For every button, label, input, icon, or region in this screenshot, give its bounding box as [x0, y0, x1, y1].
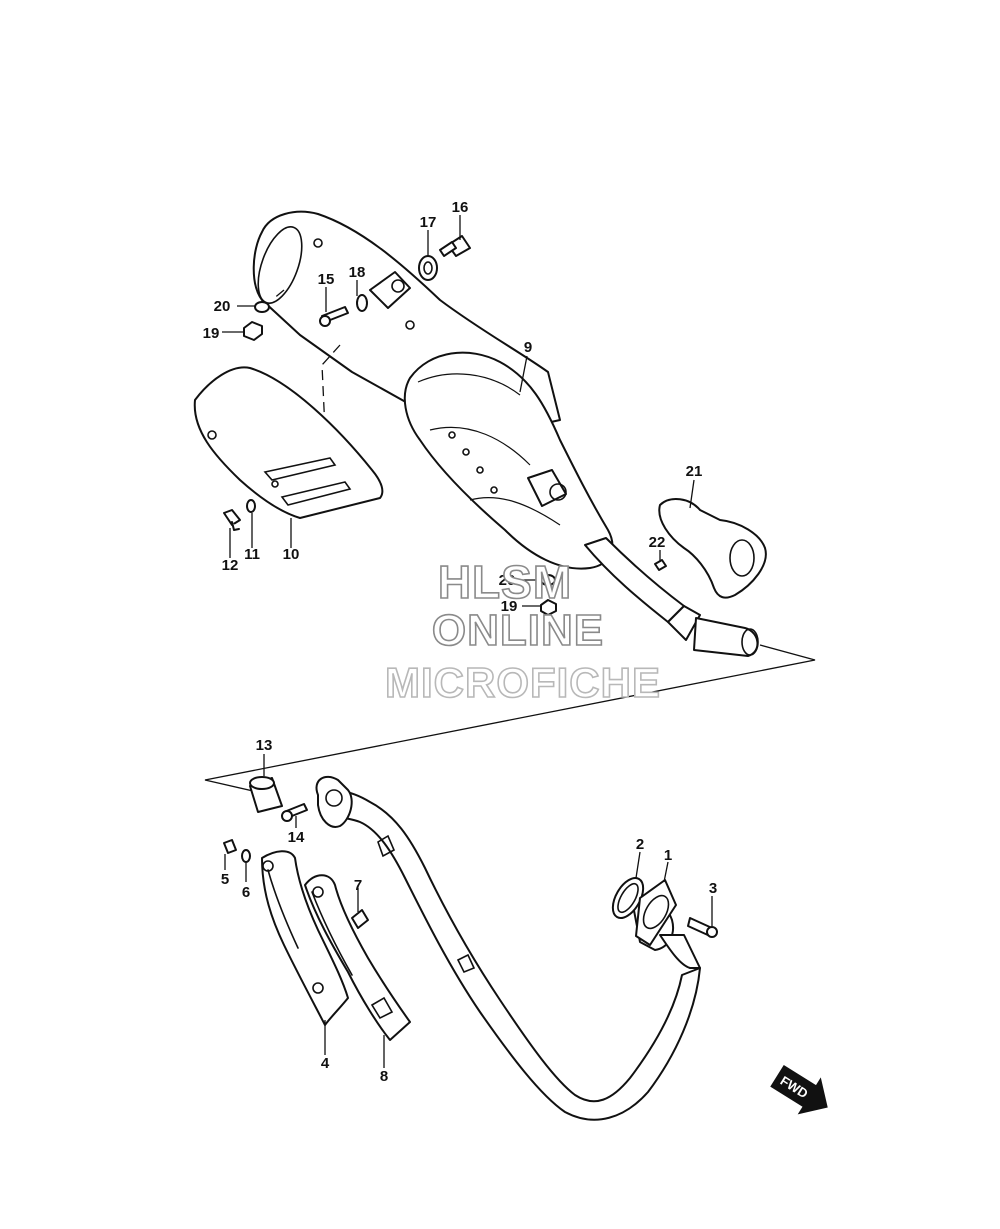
callout-18: 18 [349, 264, 366, 281]
bolt-3 [687, 917, 718, 938]
nut-19-top [243, 321, 263, 341]
exhaust-pipe [315, 775, 701, 1121]
cushion-17 [418, 255, 438, 281]
callout-20-top: 20 [214, 298, 231, 315]
callout-19-lower: 19 [501, 598, 518, 615]
bolt-5 [223, 839, 237, 854]
callout-8: 8 [380, 1068, 388, 1085]
bolt-15 [319, 306, 349, 327]
fwd-arrow-icon: FWD [770, 1064, 828, 1115]
watermark-line-2: ONLINE [432, 606, 604, 655]
callout-9: 9 [524, 339, 532, 356]
bolt-12 [223, 509, 241, 531]
leader-lines [222, 215, 713, 1068]
callout-1: 1 [664, 847, 672, 864]
callout-13: 13 [256, 737, 273, 754]
callout-12: 12 [222, 557, 239, 574]
nut-19-lower [540, 599, 557, 616]
separator-line [204, 644, 816, 794]
callout-5: 5 [221, 871, 229, 888]
callout-21: 21 [686, 463, 703, 480]
washer-6 [241, 849, 251, 863]
clip-7 [351, 909, 369, 929]
gasket-13 [249, 776, 283, 813]
washer-20-top [254, 301, 270, 313]
flange-1 [635, 879, 677, 946]
watermark-line-1: HLSM [438, 556, 572, 608]
muffler-heat-shield [193, 366, 384, 519]
bolt-16 [439, 235, 471, 257]
protector-21 [658, 498, 767, 599]
washer-11 [246, 499, 256, 513]
callout-4: 4 [321, 1055, 330, 1072]
washer-18 [356, 294, 368, 312]
callout-19-top: 19 [203, 325, 220, 342]
callout-3: 3 [709, 880, 717, 897]
callout-2: 2 [636, 836, 644, 853]
callout-7: 7 [354, 877, 362, 894]
watermark-line-3: MICROFICHE [385, 659, 661, 706]
callout-6: 6 [242, 884, 250, 901]
callout-20-lower: 20 [499, 572, 516, 589]
bolt-14 [281, 803, 308, 822]
muffler [252, 210, 759, 657]
callout-22: 22 [649, 534, 666, 551]
callout-17: 17 [420, 214, 437, 231]
callout-16: 16 [452, 199, 469, 216]
callout-14: 14 [288, 829, 305, 846]
pipe-heat-shield-8 [304, 874, 411, 1041]
callout-11: 11 [244, 546, 260, 563]
callout-15: 15 [318, 271, 335, 288]
callout-10: 10 [283, 546, 300, 563]
washer-20-lower [540, 574, 556, 586]
pipe-heat-shield-4 [261, 850, 349, 1026]
